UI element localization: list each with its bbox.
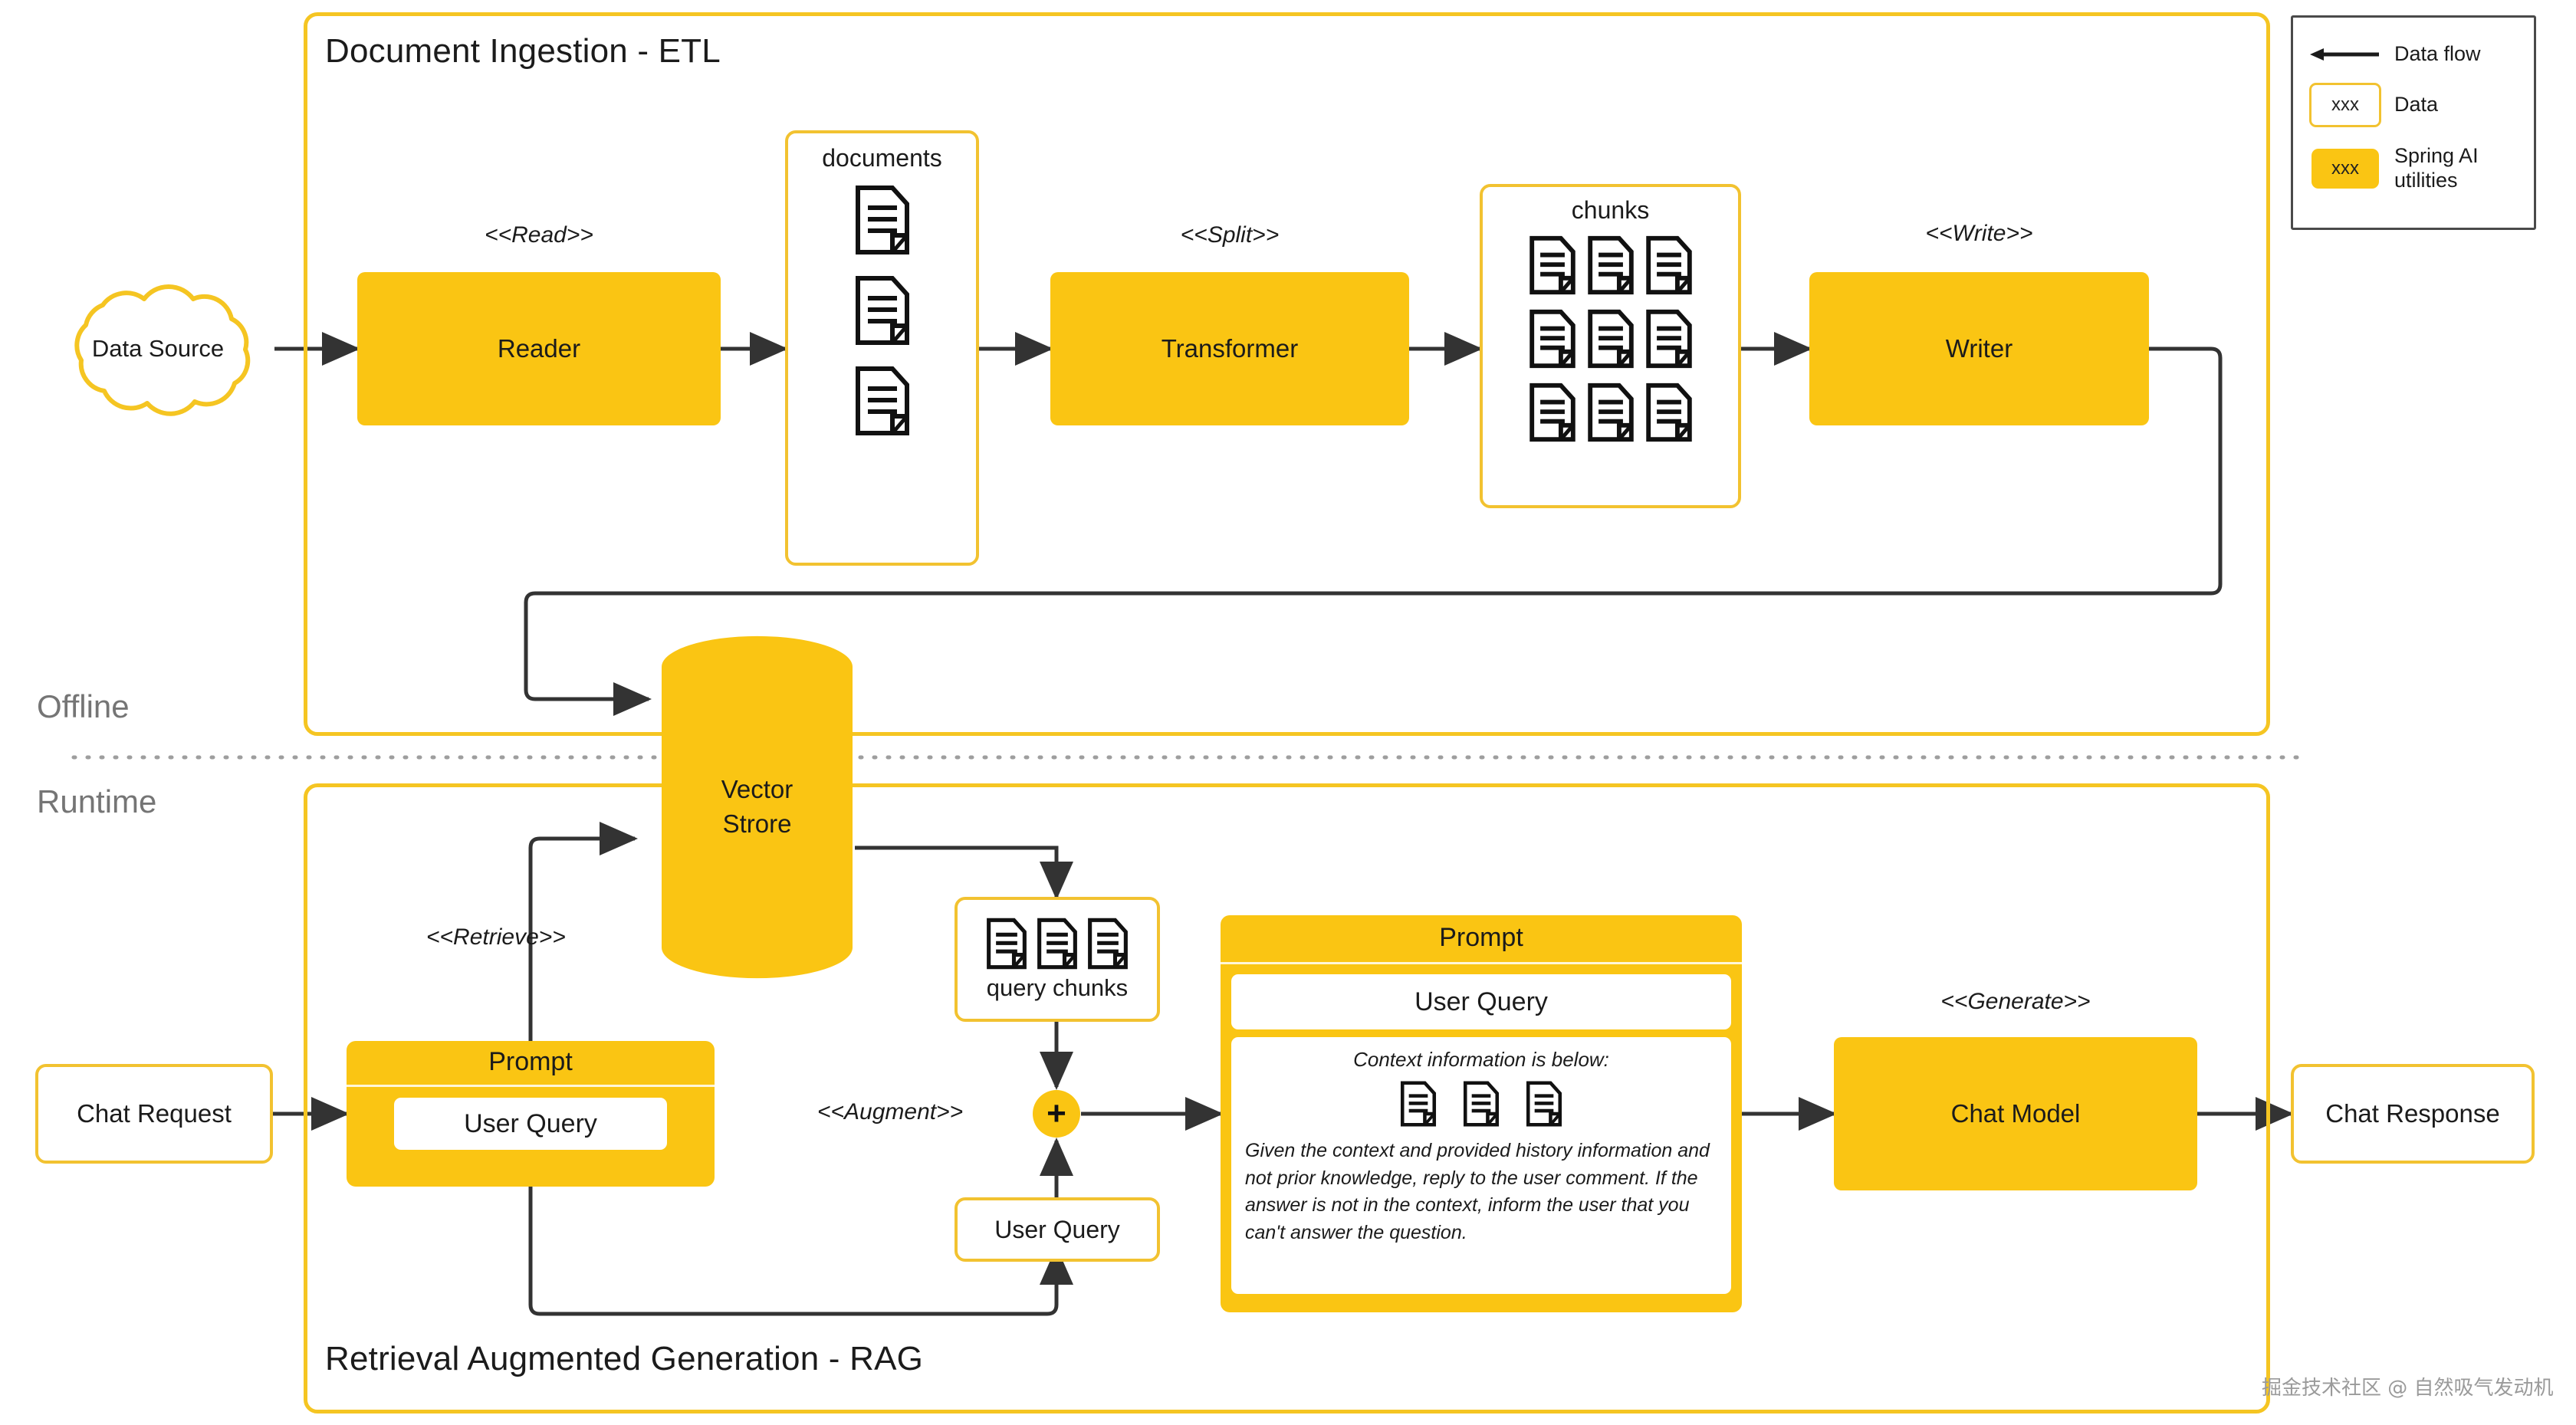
context-docs-row	[1245, 1081, 1717, 1127]
prompt-large-divider	[1221, 962, 1742, 964]
legend-row-data: xxx Data	[2307, 83, 2525, 127]
transformer-node[interactable]: Transformer	[1050, 272, 1409, 425]
stereotype-split: <<Split>>	[1180, 222, 1280, 248]
context-title: Context information is below:	[1353, 1048, 1609, 1071]
legend-panel: Data flow xxx Data xxx Spring AI utiliti…	[2291, 15, 2536, 230]
data-box-icon: xxx	[2309, 83, 2381, 127]
left-arrow-icon	[2307, 46, 2384, 63]
documents-label: documents	[822, 144, 942, 172]
document-icon	[1088, 918, 1128, 969]
prompt-large-body: Context information is below: Given the …	[1231, 1037, 1731, 1294]
chat-response-label: Chat Response	[2325, 1099, 2500, 1128]
document-icon	[855, 276, 909, 345]
legend-row-utilities: xxx Spring AI utilities	[2307, 139, 2525, 199]
user-query-label: User Query	[994, 1215, 1120, 1243]
vector-store-label-line2: Strore	[722, 809, 792, 838]
user-query-box[interactable]: User Query	[955, 1197, 1160, 1262]
phase-label-offline: Offline	[37, 688, 130, 724]
vector-store-node[interactable]: Vector Strore	[659, 635, 855, 980]
query-chunks-label: query chunks	[986, 974, 1129, 1001]
legend-swatch-util-text: xxx	[2331, 158, 2359, 179]
vector-store-label-line1: Vector	[721, 775, 794, 804]
document-icon	[1037, 918, 1077, 969]
prompt-card-large[interactable]: Prompt User Query Context information is…	[1221, 915, 1742, 1312]
prompt-small-user-query: User Query	[394, 1098, 667, 1150]
chat-model-label: Chat Model	[1950, 1099, 2081, 1128]
document-icon	[1587, 235, 1634, 295]
document-icon	[1587, 309, 1634, 369]
cloud-icon	[74, 284, 251, 416]
stereotype-retrieve: <<Retrieve>>	[426, 924, 566, 950]
reader-node[interactable]: Reader	[357, 272, 721, 425]
document-icon	[1645, 383, 1692, 442]
query-chunks-icon-row	[986, 918, 1129, 970]
reader-label: Reader	[497, 334, 581, 363]
chat-request-label: Chat Request	[77, 1099, 232, 1128]
stereotype-generate: <<Generate>>	[1940, 989, 2091, 1014]
chat-model-node[interactable]: Chat Model	[1834, 1037, 2197, 1190]
transformer-label: Transformer	[1161, 334, 1299, 363]
document-icon	[987, 918, 1027, 969]
document-icon	[1645, 309, 1692, 369]
prompt-large-user-query: User Query	[1231, 974, 1731, 1029]
legend-label-data: Data	[2394, 93, 2439, 117]
utility-box-icon: xxx	[2312, 149, 2379, 189]
chunks-icon-grid	[1529, 235, 1693, 442]
legend-row-dataflow: Data flow	[2307, 33, 2525, 76]
data-source-cloud[interactable]: Data Source	[38, 270, 278, 428]
document-icon	[855, 186, 909, 254]
document-icon	[855, 366, 909, 435]
prompt-small-divider	[347, 1085, 715, 1087]
stereotype-read: <<Read>>	[485, 222, 593, 248]
stereotype-augment: <<Augment>>	[817, 1099, 964, 1125]
stereotype-write: <<Write>>	[1925, 221, 2033, 246]
chat-request-box[interactable]: Chat Request	[35, 1064, 273, 1164]
documents-icon-stack	[854, 185, 911, 436]
legend-swatch-data-text: xxx	[2331, 94, 2359, 115]
documents-box[interactable]: documents	[785, 130, 979, 566]
document-icon	[1529, 309, 1576, 369]
document-icon	[1587, 383, 1634, 442]
chat-response-box[interactable]: Chat Response	[2291, 1064, 2535, 1164]
document-icon	[1645, 235, 1692, 295]
watermark: 掘金技术社区 @ 自然吸气发动机	[2262, 1377, 2554, 1400]
prompt-card-small[interactable]: Prompt User Query	[347, 1041, 715, 1187]
prompt-small-title: Prompt	[488, 1047, 573, 1076]
plus-symbol: +	[1046, 1095, 1066, 1132]
query-chunks-box[interactable]: query chunks	[955, 897, 1160, 1022]
etl-group-frame	[304, 12, 2270, 736]
phase-label-runtime: Runtime	[37, 783, 157, 819]
writer-label: Writer	[1945, 334, 2013, 363]
legend-label-dataflow: Data flow	[2394, 42, 2481, 66]
legend-label-utilities: Spring AI utilities	[2394, 144, 2479, 192]
chunks-box[interactable]: chunks	[1480, 184, 1741, 508]
document-icon	[1529, 383, 1576, 442]
rag-group-title: Retrieval Augmented Generation - RAG	[325, 1340, 924, 1377]
document-icon	[1526, 1081, 1562, 1127]
document-icon	[1463, 1081, 1500, 1127]
document-icon	[1400, 1081, 1437, 1127]
augment-plus-node[interactable]: +	[1033, 1090, 1080, 1138]
prompt-large-title: Prompt	[1439, 923, 1523, 952]
etl-group-title: Document Ingestion - ETL	[325, 32, 721, 70]
cylinder-icon	[662, 635, 853, 979]
document-icon	[1529, 235, 1576, 295]
rag-group-frame	[304, 783, 2270, 1414]
chunks-label: chunks	[1571, 196, 1650, 224]
writer-node[interactable]: Writer	[1809, 272, 2149, 425]
context-text: Given the context and provided history i…	[1245, 1140, 1710, 1243]
